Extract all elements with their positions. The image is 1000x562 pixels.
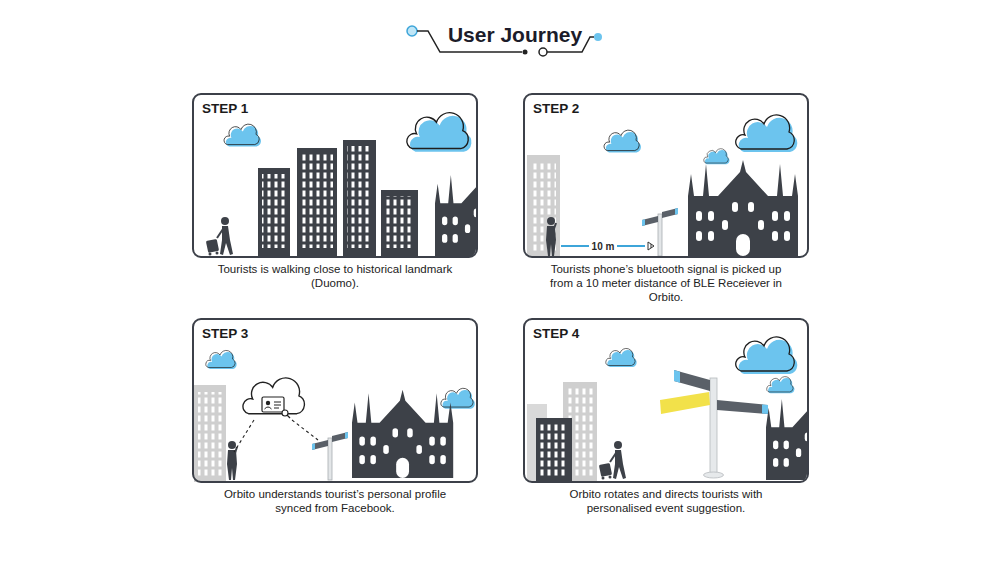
sign-board <box>717 400 768 414</box>
orbito-sign <box>312 432 348 480</box>
title-ornament <box>539 48 547 56</box>
building-windows <box>301 154 333 248</box>
step-heading: STEP 2 <box>533 101 579 116</box>
step-panel: STEP 2Tourists phone’s bluetooth signal … <box>523 93 809 258</box>
sign-board <box>674 370 680 383</box>
sync-line <box>292 420 318 440</box>
building-windows <box>262 174 286 248</box>
cloud <box>736 115 798 152</box>
tourist <box>546 217 556 256</box>
step-heading: STEP 1 <box>202 101 248 116</box>
building-windows <box>385 196 414 248</box>
event-board <box>660 392 710 414</box>
title: User Journey <box>415 23 615 47</box>
duomo <box>766 396 807 480</box>
duomo <box>352 390 453 478</box>
cloud <box>407 113 472 152</box>
cloud <box>767 377 795 394</box>
orbito-base <box>704 472 724 478</box>
cloud <box>704 149 730 165</box>
building-windows <box>540 424 568 476</box>
duomo-clip <box>766 396 807 480</box>
distance-label: 10 m <box>589 241 618 252</box>
step-caption: Tourists is walking close to historical … <box>215 262 455 290</box>
cloud <box>604 130 641 152</box>
building <box>527 155 560 256</box>
sign-board <box>674 370 710 391</box>
tourist <box>599 441 626 480</box>
step-caption: Orbito understands tourist’s personal pr… <box>215 487 455 515</box>
building <box>343 140 376 256</box>
step-heading: STEP 4 <box>533 326 579 341</box>
profile-card <box>265 402 282 409</box>
profile-card <box>266 401 270 405</box>
building-windows <box>198 392 222 478</box>
title-ornament <box>594 33 602 41</box>
bluetooth-symbol <box>648 242 654 250</box>
step-caption: Orbito rotates and directs tourists with… <box>546 487 786 515</box>
building-windows <box>347 146 372 248</box>
title-ornament <box>407 26 417 36</box>
duomo <box>688 160 798 256</box>
sync-line <box>234 420 254 452</box>
step-panel: STEP 4Orbito rotates and directs tourist… <box>523 318 809 483</box>
step-caption: Tourists phone’s bluetooth signal is pic… <box>546 262 786 304</box>
cloud <box>441 388 475 408</box>
building <box>194 385 226 482</box>
building <box>536 418 572 482</box>
profile-card <box>262 397 284 412</box>
step-heading: STEP 3 <box>202 326 248 341</box>
cloud <box>736 337 798 374</box>
duomo-clip <box>435 172 476 256</box>
building <box>297 148 337 256</box>
cloud <box>606 348 637 367</box>
cloud <box>224 124 261 146</box>
tourist <box>206 217 233 256</box>
orbito-pole <box>710 378 717 474</box>
step-panel: STEP 3Orbito understands tourist’s perso… <box>192 318 478 483</box>
title-ornament <box>523 50 528 55</box>
cloud <box>206 350 237 369</box>
building <box>258 168 290 256</box>
sign-board <box>762 404 768 414</box>
orbito-sign <box>642 208 678 256</box>
tourist <box>227 441 237 480</box>
building <box>381 190 418 256</box>
duomo <box>435 172 476 256</box>
magnifier <box>287 415 290 418</box>
step-panel: STEP 1Tourists is walking close to histo… <box>192 93 478 258</box>
profile-cloud <box>243 378 304 414</box>
